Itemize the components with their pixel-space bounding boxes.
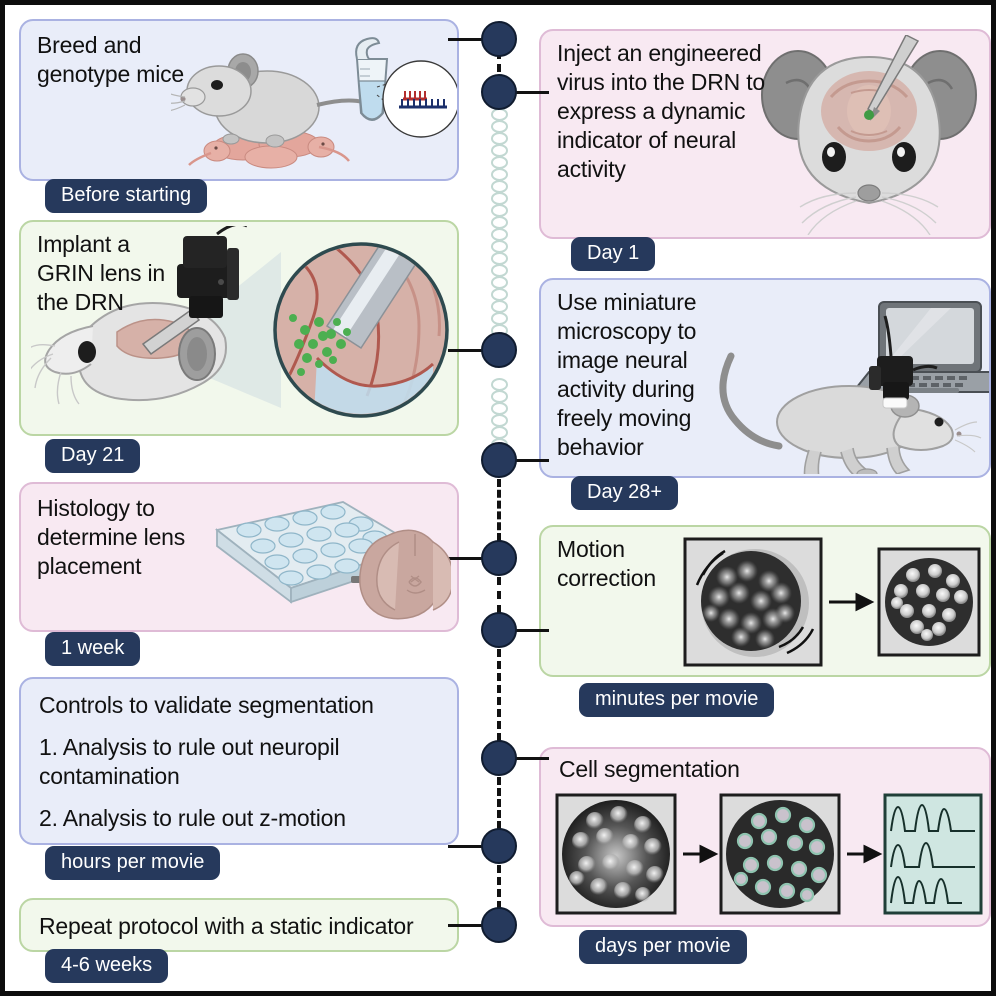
step-text-inject-virus: Inject an engineered virus into the DRN … [557, 40, 765, 182]
step-card-histology[interactable]: Histology to determine lens placement [19, 482, 459, 632]
timeline-node-cell-segmentation[interactable] [481, 740, 517, 776]
timeline-node-motion-correction[interactable] [481, 612, 517, 648]
spine-segment-dashed-1 [497, 51, 501, 85]
grin-lens-implant-illustration [31, 226, 449, 418]
step-card-repeat-protocol[interactable]: Repeat protocol with a static indicator [19, 898, 459, 952]
connector-arm-miniature-microscopy [497, 459, 549, 462]
timeline-node-breed-genotype[interactable] [481, 21, 517, 57]
timeline-stage: Breed and genotype mice [5, 5, 991, 991]
mouse-pups-pcr-tube-dna-illustration [171, 37, 457, 169]
step-text-repeat-protocol: Repeat protocol with a static indicator [39, 913, 414, 939]
connector-arm-motion-correction [497, 629, 549, 632]
connector-arm-cell-segmentation [497, 757, 549, 760]
step-card-cell-segmentation[interactable]: Cell segmentation [539, 747, 991, 927]
step-card-miniature-microscopy[interactable]: Use miniature microscopy to image neural… [539, 278, 991, 478]
mouse-head-injection-illustration [761, 35, 977, 235]
motion-correction-frames-illustration [683, 537, 981, 667]
well-plate-brain-section-illustration [214, 501, 451, 620]
step-card-inject-virus[interactable]: Inject an engineered virus into the DRN … [539, 29, 991, 239]
time-pill-breed-genotype: Before starting [45, 179, 208, 213]
timeline-node-implant-grin-lens[interactable] [481, 332, 517, 368]
time-pill-inject-virus: Day 1 [571, 237, 656, 271]
step-text-motion-correction: Motion correction [557, 536, 656, 591]
time-pill-implant-grin-lens: Day 21 [45, 439, 141, 473]
time-pill-repeat-protocol: 4-6 weeks [45, 949, 169, 983]
step-card-motion-correction[interactable]: Motion correction [539, 525, 991, 677]
step-card-implant-grin-lens[interactable]: Implant a GRIN lens in the DRN [19, 220, 459, 436]
spine-segment-dashed-3 [497, 577, 501, 613]
connector-arm-inject-virus [497, 91, 549, 94]
connector-arm-implant-grin-lens [448, 349, 500, 352]
step-card-controls[interactable]: Controls to validate segmentation 1. Ana… [19, 677, 459, 845]
spine-segment-beaded-2 [488, 378, 510, 451]
spine-segment-beaded-1 [488, 108, 510, 337]
step-text-miniature-microscopy: Use miniature microscopy to image neural… [557, 289, 697, 460]
timeline-node-histology[interactable] [481, 540, 517, 576]
time-pill-histology: 1 week [45, 632, 141, 666]
spine-segment-dashed-4 [497, 649, 501, 741]
spine-segment-dashed-2 [497, 479, 501, 541]
time-pill-miniature-microscopy: Day 28+ [571, 476, 679, 510]
step-card-breed-genotype[interactable]: Breed and genotype mice [19, 19, 459, 181]
connector-arm-breed-genotype [448, 38, 500, 41]
connector-arm-histology [448, 557, 500, 560]
time-pill-cell-segmentation: days per movie [579, 930, 747, 964]
spine-segment-dashed-6 [497, 865, 501, 909]
time-pill-controls: hours per movie [45, 846, 221, 880]
step-text-controls: Controls to validate segmentation 1. Ana… [39, 692, 374, 831]
timeline-node-repeat-protocol[interactable] [481, 907, 517, 943]
timeline-node-controls[interactable] [481, 828, 517, 864]
connector-arm-repeat-protocol [448, 924, 500, 927]
time-pill-motion-correction: minutes per movie [579, 683, 775, 717]
step-text-implant-grin-lens: Implant a GRIN lens in the DRN [37, 231, 165, 315]
spine-segment-dashed-5 [497, 777, 501, 829]
connector-arm-controls [448, 845, 500, 848]
step-text-cell-segmentation: Cell segmentation [559, 756, 740, 782]
step-text-breed-genotype: Breed and genotype mice [37, 32, 184, 87]
timeline-node-miniature-microscopy[interactable] [481, 442, 517, 478]
timeline-node-inject-virus[interactable] [481, 74, 517, 110]
step-text-histology: Histology to determine lens placement [37, 495, 186, 579]
freely-moving-miniscope-illustration [719, 301, 989, 474]
cell-segmentation-pipeline-illustration [555, 793, 983, 915]
